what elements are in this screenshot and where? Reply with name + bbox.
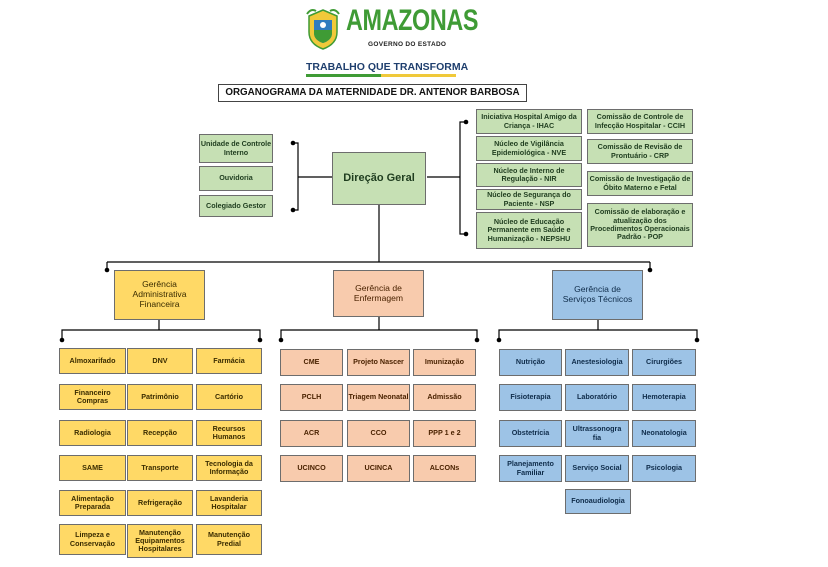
- unit-financeiro-compras: Financeiro Compras: [59, 384, 126, 410]
- unit-patrimonio: Patrimônio: [127, 384, 193, 410]
- unit-neonatologia: Neonatologia: [632, 420, 696, 447]
- unit-manutencao-equipamentos: Manutenção Equipamentos Hospitalares: [127, 524, 193, 558]
- gerencia-administrativa: Gerência Administrativa Financeira: [114, 270, 205, 320]
- unit-controle-interno: Unidade de Controle Interno: [199, 134, 273, 163]
- unit-admissao: Admissão: [413, 384, 476, 411]
- unit-imunizacao: Imunização: [413, 349, 476, 376]
- nucleo-nir: Núcleo de Interno de Regulação - NIR: [476, 163, 582, 187]
- nucleo-nepshu: Núcleo de Educação Permanente em Saúde e…: [476, 212, 582, 249]
- unit-ppp: PPP 1 e 2: [413, 420, 476, 447]
- nucleo-nve: Núcleo de Vigilância Epidemiológica - NV…: [476, 136, 582, 161]
- unit-limpeza-conservacao: Limpeza e Conservação: [59, 524, 126, 555]
- gerencia-enfermagem: Gerência de Enfermagem: [333, 270, 424, 317]
- unit-dnv: DNV: [127, 348, 193, 374]
- unit-ultrassonografia: Ultrassonografia: [565, 420, 629, 447]
- unit-planejamento-familiar: Planejamento Familiar: [499, 455, 562, 482]
- comissao-ccih: Comissão de Controle de Infecção Hospita…: [587, 109, 693, 134]
- unit-cirurgioes: Cirurgiões: [632, 349, 696, 376]
- unit-same: SAME: [59, 455, 126, 481]
- unit-ouvidoria: Ouvidoria: [199, 166, 273, 191]
- unit-acr: ACR: [280, 420, 343, 447]
- unit-anestesiologia: Anestesiologia: [565, 349, 629, 376]
- unit-recepcao: Recepção: [127, 420, 193, 446]
- unit-transporte: Transporte: [127, 455, 193, 481]
- unit-ucinco: UCINCO: [280, 455, 343, 482]
- comissao-obito: Comissão de Investigação de Óbito Matern…: [587, 171, 693, 196]
- unit-ucinca: UCINCA: [347, 455, 410, 482]
- unit-cme: CME: [280, 349, 343, 376]
- unit-fonoaudiologia: Fonoaudiologia: [565, 489, 631, 514]
- unit-psicologia: Psicologia: [632, 455, 696, 482]
- slogan: TRABALHO QUE TRANSFORMA: [306, 61, 469, 73]
- chart-title: ORGANOGRAMA DA MATERNIDADE DR. ANTENOR B…: [218, 84, 527, 102]
- brand-subtitle: GOVERNO DO ESTADO: [368, 41, 447, 48]
- unit-farmacia: Farmácia: [196, 348, 262, 374]
- unit-projeto-nascer: Projeto Nascer: [347, 349, 410, 376]
- gerencia-servicos-tecnicos: Gerência de Serviços Técnicos: [552, 270, 643, 320]
- comissao-pop: Comissão de elaboração e atualização dos…: [587, 203, 693, 247]
- state-crest-logo: [306, 6, 340, 50]
- unit-triagem-neonatal: Triagem Neonatal: [347, 384, 410, 411]
- unit-lavanderia-hospitalar: Lavanderia Hospitalar: [196, 490, 262, 516]
- unit-alimentacao-preparada: Alimentação Preparada: [59, 490, 126, 516]
- unit-colegiado-gestor: Colegiado Gestor: [199, 195, 273, 217]
- comissao-crp: Comissão de Revisão de Prontuário - CRP: [587, 139, 693, 164]
- unit-cartorio: Cartório: [196, 384, 262, 410]
- unit-obstetricia: Obstetrícia: [499, 420, 562, 447]
- unit-manutencao-predial: Manutenção Predial: [196, 524, 262, 555]
- unit-tecnologia-informacao: Tecnologia da Informação: [196, 455, 262, 481]
- nucleo-ihac: Iniciativa Hospital Amigo da Criança - I…: [476, 109, 582, 134]
- direcao-geral: Direção Geral: [332, 152, 426, 205]
- unit-laboratorio: Laboratório: [565, 384, 629, 411]
- unit-alcons: ALCONs: [413, 455, 476, 482]
- slogan-underline: [306, 74, 456, 77]
- brand-name: AMAZONAS: [346, 4, 479, 37]
- unit-radiologia: Radiologia: [59, 420, 126, 446]
- unit-pclh: PCLH: [280, 384, 343, 411]
- unit-hemoterapia: Hemoterapia: [632, 384, 696, 411]
- unit-servico-social: Serviço Social: [565, 455, 629, 482]
- unit-cco: CCO: [347, 420, 410, 447]
- unit-fisioterapia: Fisioterapia: [499, 384, 562, 411]
- unit-almoxarifado: Almoxarifado: [59, 348, 126, 374]
- unit-refrigeracao: Refrigeração: [127, 490, 193, 516]
- nucleo-nsp: Núcleo de Segurança do Paciente - NSP: [476, 189, 582, 210]
- unit-nutricao: Nutrição: [499, 349, 562, 376]
- unit-recursos-humanos: Recursos Humanos: [196, 420, 262, 446]
